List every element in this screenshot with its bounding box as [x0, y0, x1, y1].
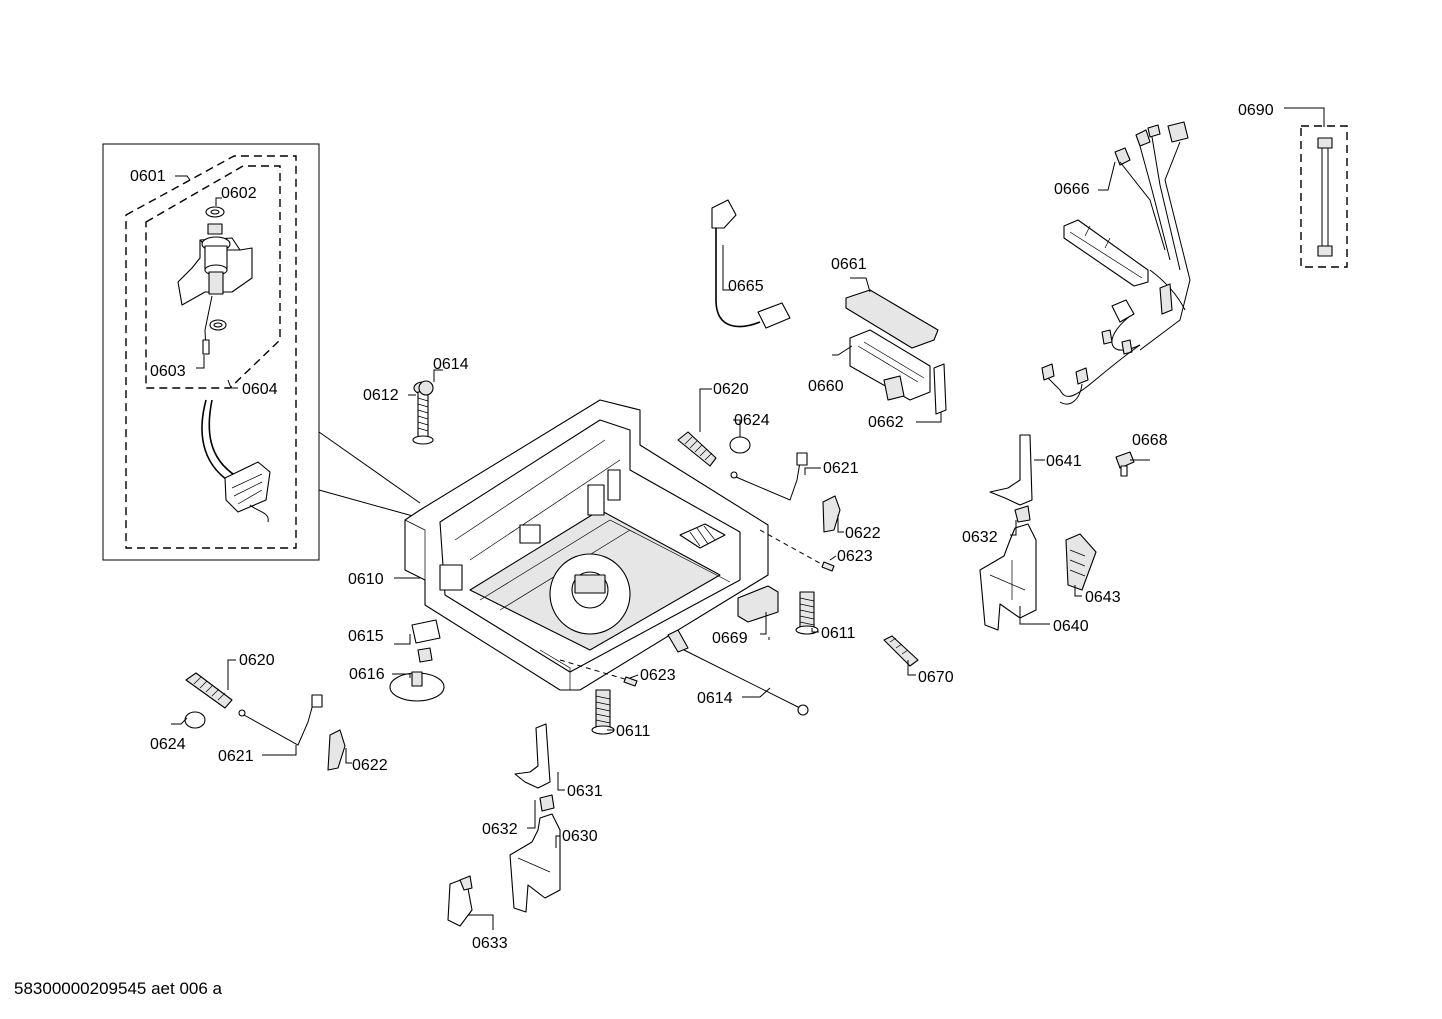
inlet-valve — [177, 206, 253, 355]
spring-0620-top — [677, 431, 751, 467]
label-0622-left: 0622 — [352, 757, 388, 774]
label-0621-top: 0621 — [823, 460, 859, 477]
label-0662: 0662 — [868, 414, 904, 431]
label-0632-bottom: 0632 — [482, 821, 518, 838]
label-0631: 0631 — [567, 783, 603, 800]
inlet-hose — [201, 399, 271, 523]
cap-0614 — [418, 380, 434, 396]
label-0615: 0615 — [348, 628, 384, 645]
label-0601: 0601 — [130, 168, 166, 185]
label-0643: 0643 — [1085, 589, 1121, 606]
label-0669: 0669 — [712, 630, 748, 647]
label-0623-bottom: 0623 — [640, 667, 676, 684]
part-0668 — [1115, 451, 1135, 477]
label-0624-left: 0624 — [150, 736, 186, 753]
spring-0620-left — [184, 672, 233, 729]
foot-0611-center — [591, 689, 615, 735]
hinge-0640 — [979, 523, 1037, 631]
document-id: 58300000209545 aet 006 a — [14, 979, 222, 998]
clip-0669 — [737, 585, 779, 623]
cable-0621-left — [238, 694, 323, 746]
label-0620-left: 0620 — [239, 652, 275, 669]
cable-0621-top — [730, 452, 808, 501]
label-0641: 0641 — [1046, 453, 1082, 470]
detail-inset — [102, 143, 421, 561]
overflow-0615 — [411, 619, 441, 663]
label-0668: 0668 — [1132, 432, 1168, 449]
box-0660 — [849, 329, 931, 401]
label-0610: 0610 — [348, 571, 384, 588]
label-0670: 0670 — [918, 669, 954, 686]
wiring-harness-0666 — [1041, 121, 1191, 405]
leader-lines — [171, 107, 1325, 930]
screw-0623 — [559, 529, 835, 687]
part-labels: 0601 0602 0603 0604 0610 0611 0611 0612 … — [130, 102, 1274, 952]
label-0620-top: 0620 — [713, 381, 749, 398]
label-0612: 0612 — [363, 387, 399, 404]
label-0660: 0660 — [808, 378, 844, 395]
label-0611-right: 0611 — [821, 625, 856, 642]
label-0632-right: 0632 — [962, 529, 998, 546]
label-0614-bottom: 0614 — [697, 690, 733, 707]
panel-0661 — [845, 289, 939, 349]
cover-0662 — [933, 363, 947, 415]
label-0661: 0661 — [831, 256, 867, 273]
float-0616 — [389, 671, 445, 702]
label-0603: 0603 — [150, 363, 186, 380]
label-0640: 0640 — [1053, 618, 1089, 635]
label-0614-top: 0614 — [433, 356, 469, 373]
foot-0611-right — [795, 591, 819, 635]
label-0621-left: 0621 — [218, 748, 254, 765]
part-0643 — [1065, 533, 1097, 591]
label-0623-top: 0623 — [837, 548, 873, 565]
leakage-cable-0614 — [667, 629, 809, 716]
hinge-0630 — [509, 813, 561, 913]
label-0602: 0602 — [221, 185, 257, 202]
label-0604: 0604 — [242, 381, 278, 398]
cable-0690 — [1300, 125, 1348, 268]
label-0624-top: 0624 — [734, 412, 770, 429]
hinge-clip-0622 — [327, 495, 841, 771]
label-0611-center: 0611 — [616, 723, 651, 740]
power-cord-0665 — [711, 199, 791, 329]
label-0616: 0616 — [349, 666, 385, 683]
part-0633 — [447, 875, 473, 927]
label-0665: 0665 — [728, 278, 764, 295]
bracket-0670 — [883, 635, 919, 667]
label-0622-top: 0622 — [845, 525, 881, 542]
label-0633: 0633 — [472, 935, 508, 952]
hinge-0641 — [989, 434, 1033, 523]
label-0690: 0690 — [1238, 102, 1274, 119]
base-tub — [404, 399, 769, 691]
label-0666: 0666 — [1054, 181, 1090, 198]
label-0630: 0630 — [562, 828, 598, 845]
hinge-0631 — [514, 723, 555, 812]
